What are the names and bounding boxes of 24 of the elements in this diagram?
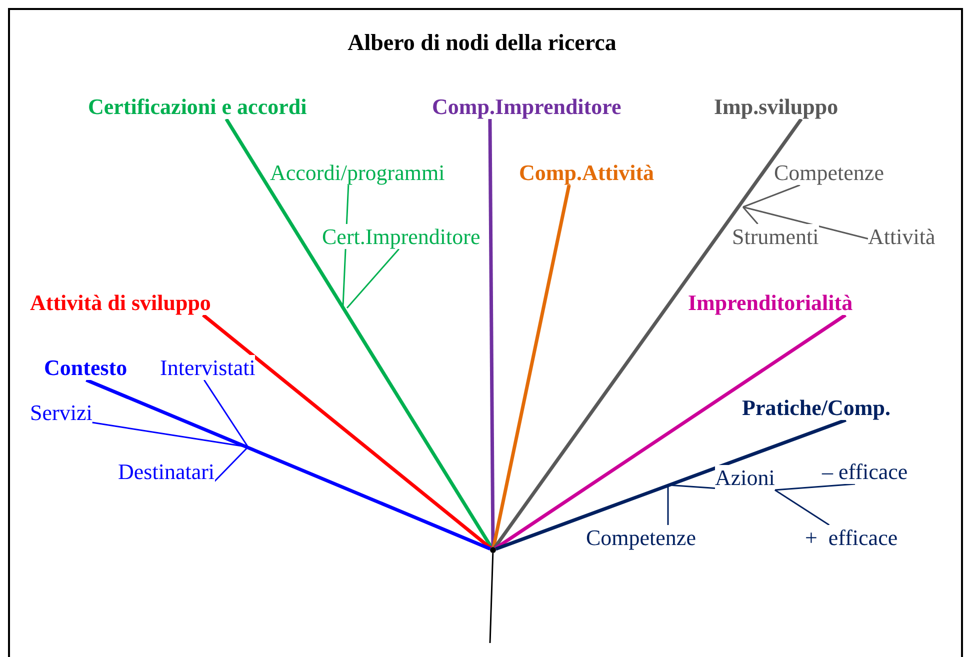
tree-twig xyxy=(214,446,249,482)
tree-twig xyxy=(346,248,400,308)
tree-branch xyxy=(493,118,803,549)
tree-twig xyxy=(742,206,758,224)
node-label: Intervistati xyxy=(160,355,256,380)
tree-twig xyxy=(742,184,800,208)
tree-twig xyxy=(774,489,830,526)
tree-twig xyxy=(489,552,494,644)
tree-branch xyxy=(86,378,491,550)
tree-branch xyxy=(224,118,493,548)
tree-branch xyxy=(494,314,846,550)
tree-branch xyxy=(495,418,846,551)
tree-branch xyxy=(492,184,571,548)
tree-twig xyxy=(742,206,868,240)
node-label: Azioni xyxy=(715,465,775,490)
tree-branch xyxy=(488,118,495,548)
tree-twig xyxy=(92,422,248,448)
node-label: Competenze xyxy=(774,160,884,185)
tree-branch xyxy=(202,314,492,550)
tree-twig xyxy=(667,485,669,525)
tree-twig xyxy=(204,380,249,448)
node-label: Cert.Imprenditore xyxy=(322,224,480,249)
tree-twig xyxy=(774,483,856,491)
title: Albero di nodi della ricerca xyxy=(346,30,618,56)
